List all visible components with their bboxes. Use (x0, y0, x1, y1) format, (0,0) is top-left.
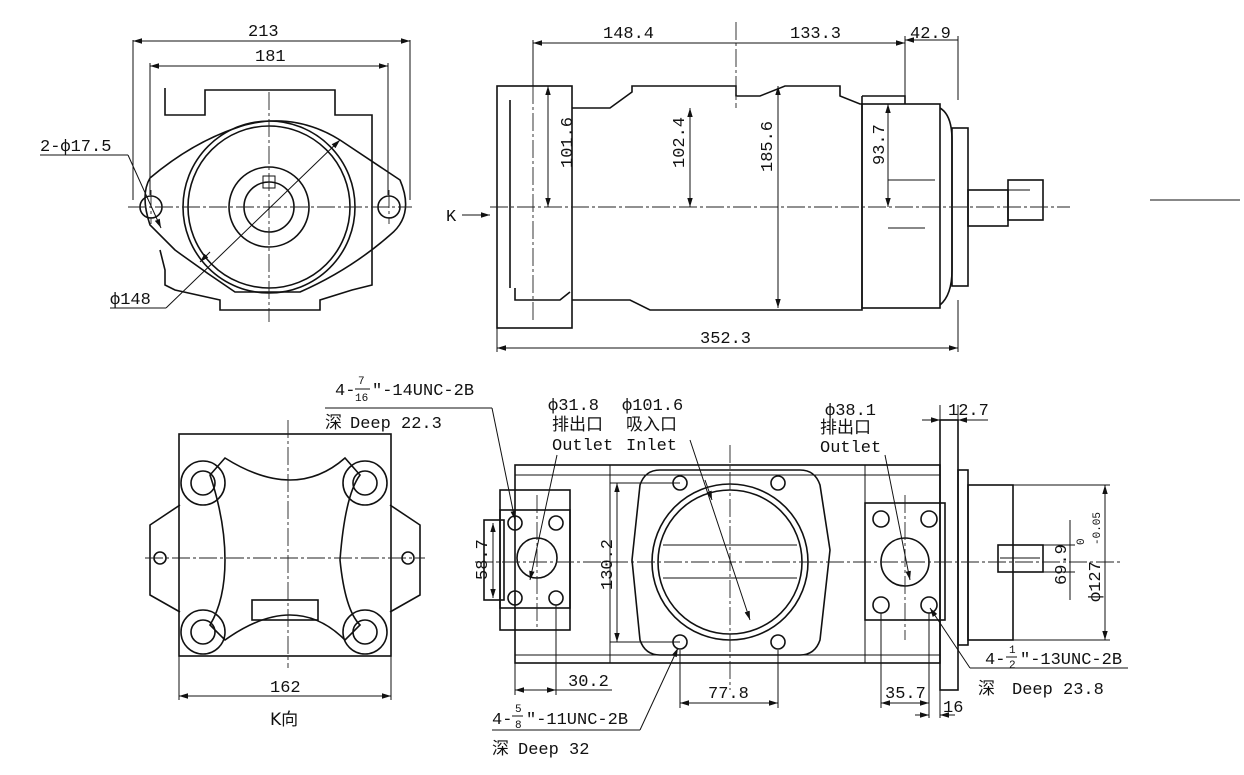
thread-right-den: 2 (1009, 660, 1016, 672)
dim-pilot-tol-main: ф127 (1087, 561, 1106, 602)
dim-left-height: 58.7 (474, 539, 493, 580)
port-outlet-left-dia: ф31.8 (548, 397, 599, 416)
dim-bolt-holes: 2-ф17.5 (40, 138, 111, 157)
dim-front-width-inner: 181 (255, 48, 286, 67)
bottom-view: 58.7 130.2 69.9 ф127 0 -0.05 12.7 30.2 (325, 376, 1128, 760)
dim-right-edge: 16 (943, 699, 963, 718)
thread-bottom-depth-cn: 深 (492, 739, 509, 759)
dim-inlet-height: 130.2 (599, 539, 618, 590)
dim-pilot-tol-upper: 0 (1076, 538, 1088, 545)
dim-front-length: 148.4 (603, 25, 654, 44)
k-view: 162 K向 (145, 420, 425, 730)
dim-rear-length: 42.9 (910, 25, 951, 44)
thread-left-callout: 4- 7 16 ″-14UNC-2B 深 Deep 22.3 (325, 376, 474, 434)
dim-left-offset: 30.2 (568, 673, 609, 692)
port-inlet-dia: ф101.6 (622, 397, 683, 416)
port-inlet-en: Inlet (626, 437, 677, 456)
dim-inlet-spacing: 77.8 (708, 685, 749, 704)
thread-bottom-depth: Deep 32 (518, 741, 589, 760)
dim-h3: 185.6 (759, 121, 778, 172)
side-view: K 148.4 133.3 42.9 101.6 102.4 185.6 93.… (446, 22, 1240, 352)
thread-right-depth-cn: 深 (978, 679, 995, 699)
port-outlet-left-cn: 排出口 (552, 415, 603, 435)
thread-right-depth: Deep 23.8 (1012, 681, 1104, 700)
thread-left-prefix: 4- (335, 382, 355, 401)
port-outlet-right-en: Outlet (820, 439, 881, 458)
thread-right-callout: 4- 1 2 ″-13UNC-2B 深 Deep 23.8 (978, 645, 1122, 700)
dim-k-width: 162 (270, 679, 301, 698)
dim-h4: 93.7 (871, 124, 890, 165)
port-outlet-right-dia: ф38.1 (825, 402, 876, 421)
dim-h2: 102.4 (671, 117, 690, 168)
dim-right-spacing: 35.7 (885, 685, 926, 704)
thread-bottom-spec: ″-11UNC-2B (526, 711, 628, 730)
thread-left-depth: Deep 22.3 (350, 415, 442, 434)
dim-pilot-diameter: ф148 (110, 291, 151, 310)
thread-bottom-prefix: 4- (492, 711, 512, 730)
port-inlet-cn: 吸入口 (626, 415, 677, 435)
thread-bottom-num: 5 (515, 704, 522, 716)
thread-bottom-den: 8 (515, 720, 522, 732)
k-view-caption: K向 (270, 710, 298, 730)
thread-right-num: 1 (1009, 645, 1016, 657)
thread-left-den: 16 (355, 393, 368, 405)
dim-mid-length: 133.3 (790, 25, 841, 44)
thread-left-spec: ″-14UNC-2B (372, 382, 474, 401)
port-outlet-right-cn: 排出口 (820, 418, 871, 438)
dim-shaft-diameter: 69.9 (1053, 544, 1072, 585)
thread-left-depth-cn: 深 (325, 413, 342, 433)
dim-pilot-tol-lower: -0.05 (1092, 512, 1104, 545)
port-outlet-left-en: Outlet (552, 437, 613, 456)
thread-left-num: 7 (358, 376, 365, 388)
front-view: 213 181 2-ф17.5 ф148 (40, 23, 412, 322)
dim-front-width-outer: 213 (248, 23, 279, 42)
thread-right-spec: ″-13UNC-2B (1020, 651, 1122, 670)
dim-total-length: 352.3 (700, 330, 751, 349)
thread-bottom-callout: 4- 5 8 ″-11UNC-2B 深 Deep 32 (492, 704, 628, 760)
view-arrow-k: K (446, 208, 457, 227)
thread-right-prefix: 4- (985, 651, 1005, 670)
dim-h1: 101.6 (559, 117, 578, 168)
dim-flange-thickness: 12.7 (948, 402, 989, 421)
